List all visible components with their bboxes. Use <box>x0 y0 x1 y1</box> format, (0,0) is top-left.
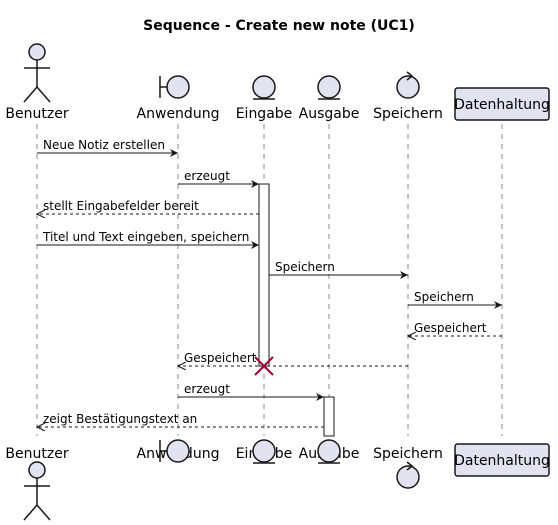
message-2: erzeugt <box>178 169 259 188</box>
diagram-title: Sequence - Create new note (UC1) <box>143 18 415 34</box>
destroy-mark <box>254 356 274 376</box>
participant-ausgabe-bottom: Ausgabe <box>299 439 359 464</box>
message-label: Speichern <box>414 290 474 304</box>
participant-anwendung-bottom: Anwendung <box>137 439 219 463</box>
message-9: erzeugt <box>178 382 324 401</box>
entity-icon <box>252 439 276 464</box>
participant-box <box>454 87 550 121</box>
participant-benutzer-bottom: Benutzer <box>5 446 69 521</box>
participant-datenhaltung-top: Datenhaltung <box>454 87 550 121</box>
participant-anwendung-top: Anwendung <box>137 75 220 122</box>
participant-benutzer-top: Benutzer <box>5 43 69 122</box>
message-label: Speichern <box>275 260 335 274</box>
control-icon <box>396 461 420 489</box>
message-label: Neue Notiz erstellen <box>43 138 165 152</box>
message-1: Neue Notiz erstellen <box>37 138 178 157</box>
participant-label: Anwendung <box>137 106 220 122</box>
participant-eingabe-bottom: Eingabe <box>236 439 292 464</box>
participant-speichern-bottom: Speichern <box>373 446 443 489</box>
participant-box <box>454 443 550 477</box>
boundary-icon <box>159 75 190 99</box>
message-label: stellt Eingabefelder bereit <box>43 199 199 213</box>
message-label: erzeugt <box>184 169 230 183</box>
entity-icon <box>317 75 341 100</box>
message-3: stellt Eingabefelder bereit <box>37 199 259 214</box>
message-label: zeigt Bestätigungstext an <box>43 412 197 426</box>
message-label: erzeugt <box>184 382 230 396</box>
participant-speichern-top: Speichern <box>373 71 443 122</box>
participant-label: Speichern <box>373 106 443 122</box>
participant-eingabe-top: Eingabe <box>236 75 293 122</box>
participant-label: Datenhaltung <box>454 97 550 113</box>
message-10: zeigt Bestätigungstext an <box>37 412 324 427</box>
actor-icon <box>23 43 51 103</box>
participant-datenhaltung-bottom: Datenhaltung <box>454 443 550 477</box>
message-7: Gespeichert <box>408 321 502 336</box>
participant-label: Speichern <box>373 446 443 462</box>
message-5: Speichern <box>269 260 408 279</box>
participant-label: Benutzer <box>5 446 68 462</box>
participant-label: Datenhaltung <box>454 453 550 469</box>
activation-ausgabe <box>323 396 335 437</box>
message-label: Titel und Text eingeben, speichern <box>42 230 249 244</box>
participant-ausgabe-top: Ausgabe <box>299 75 360 122</box>
actor-icon <box>23 461 51 521</box>
control-icon <box>396 71 420 99</box>
message-4: Titel und Text eingeben, speichern <box>37 230 259 249</box>
message-8: Gespeichert <box>178 351 408 376</box>
entity-icon <box>317 439 341 464</box>
message-6: Speichern <box>408 290 502 309</box>
participant-label: Ausgabe <box>299 106 360 122</box>
message-label: Gespeichert <box>184 351 257 365</box>
participant-label: Eingabe <box>236 106 293 122</box>
entity-icon <box>252 75 276 100</box>
activation-eingabe <box>258 183 270 367</box>
participant-label: Benutzer <box>5 106 68 122</box>
boundary-icon <box>159 439 190 463</box>
message-label: Gespeichert <box>414 321 487 335</box>
